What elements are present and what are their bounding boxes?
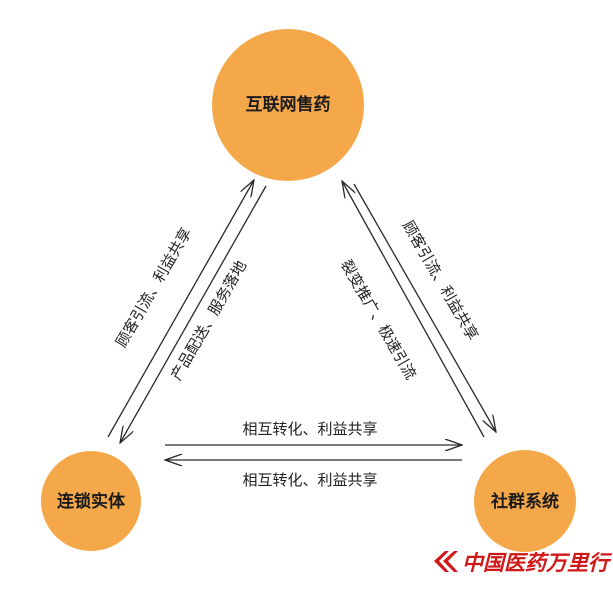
node-community-circle [474,450,576,552]
watermark: 中国医药万里行 [434,551,613,575]
edge-label-internet-to-chain: 产品配送、服务落地 [167,258,250,384]
arrow-community-to-internet [342,181,485,438]
edge-label-community-to-internet: 裂变推广、极速引流 [337,257,420,383]
edge-label-internet-to-community: 顾客引流、利益共享 [399,218,482,344]
watermark-brand-text: 中国医药万里行 [462,551,613,575]
watermark-logo-icon [434,551,449,572]
arrow-internet-to-chain [120,185,267,443]
node-internet-label: 互联网售药 [246,94,331,115]
arrow-chain-to-internet [107,180,254,438]
arrow-internet-to-community [353,183,496,432]
node-internet-circle [212,29,364,181]
edge-label-chain-to-community: 相互转化、利益共享 [242,420,377,438]
node-chain-label: 连锁实体 [57,491,126,512]
edge-label-community-to-chain: 相互转化、利益共享 [242,471,377,489]
node-chain-circle [41,451,141,551]
watermark-logo-icon-inner [443,551,458,572]
node-community-label: 社群系统 [490,491,559,512]
